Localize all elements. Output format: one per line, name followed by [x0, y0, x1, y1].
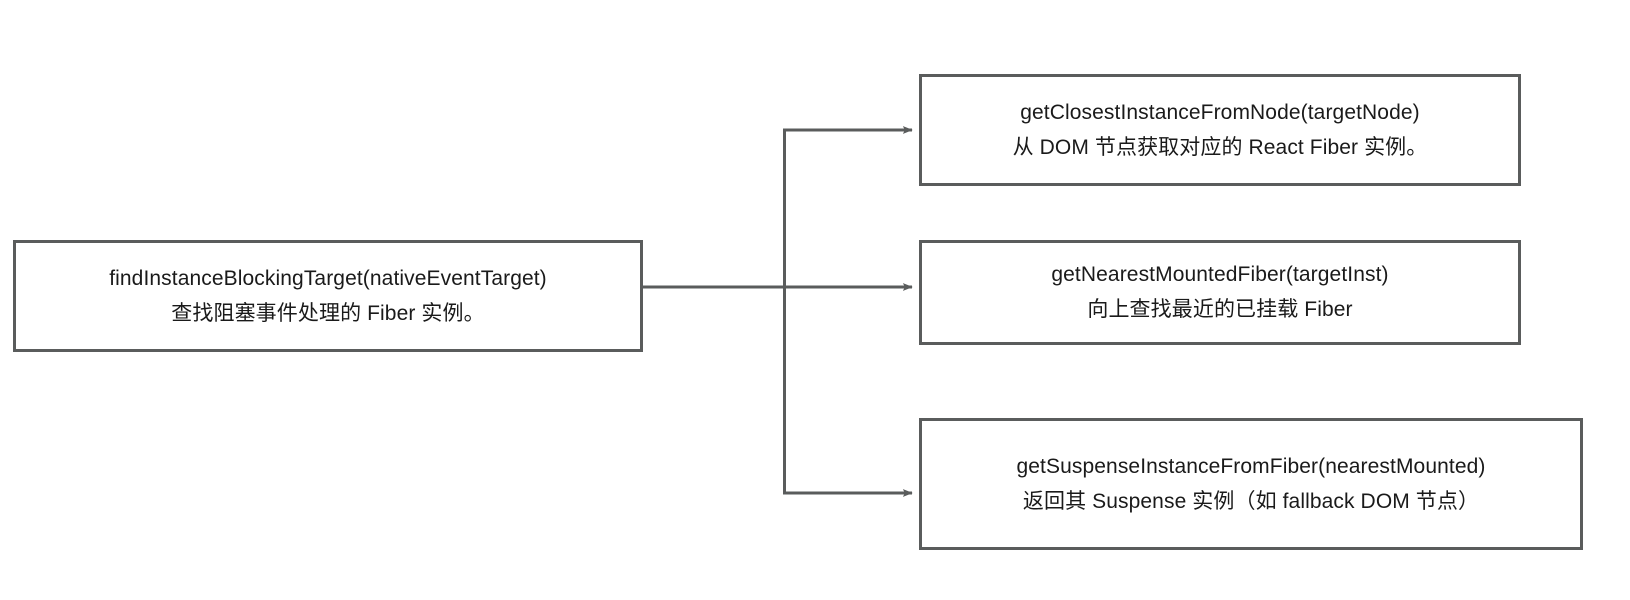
node-description: 返回其 Suspense 实例（如 fallback DOM 节点） [1022, 489, 1480, 513]
node-description: 向上查找最近的已挂载 Fiber [1087, 298, 1353, 321]
node-description: 从 DOM 节点获取对应的 React Fiber 实例。 [1012, 135, 1428, 159]
node-title: getNearestMountedFiber(targetInst) [1051, 263, 1389, 287]
node-title: getSuspenseInstanceFromFiber(nearestMoun… [1016, 454, 1486, 478]
node-get-suspense-instance-from-fiber[interactable]: getSuspenseInstanceFromFiber(nearestMoun… [919, 418, 1583, 550]
node-get-closest-instance-from-node[interactable]: getClosestInstanceFromNode(targetNode) 从… [919, 74, 1521, 186]
node-find-instance-blocking-target[interactable]: findInstanceBlockingTarget(nativeEventTa… [13, 240, 643, 352]
node-description: 查找阻塞事件处理的 Fiber 实例。 [171, 301, 485, 325]
node-get-nearest-mounted-fiber[interactable]: getNearestMountedFiber(targetInst) 向上查找最… [919, 240, 1521, 345]
node-title: findInstanceBlockingTarget(nativeEventTa… [109, 266, 547, 290]
node-title: getClosestInstanceFromNode(targetNode) [1020, 100, 1420, 124]
